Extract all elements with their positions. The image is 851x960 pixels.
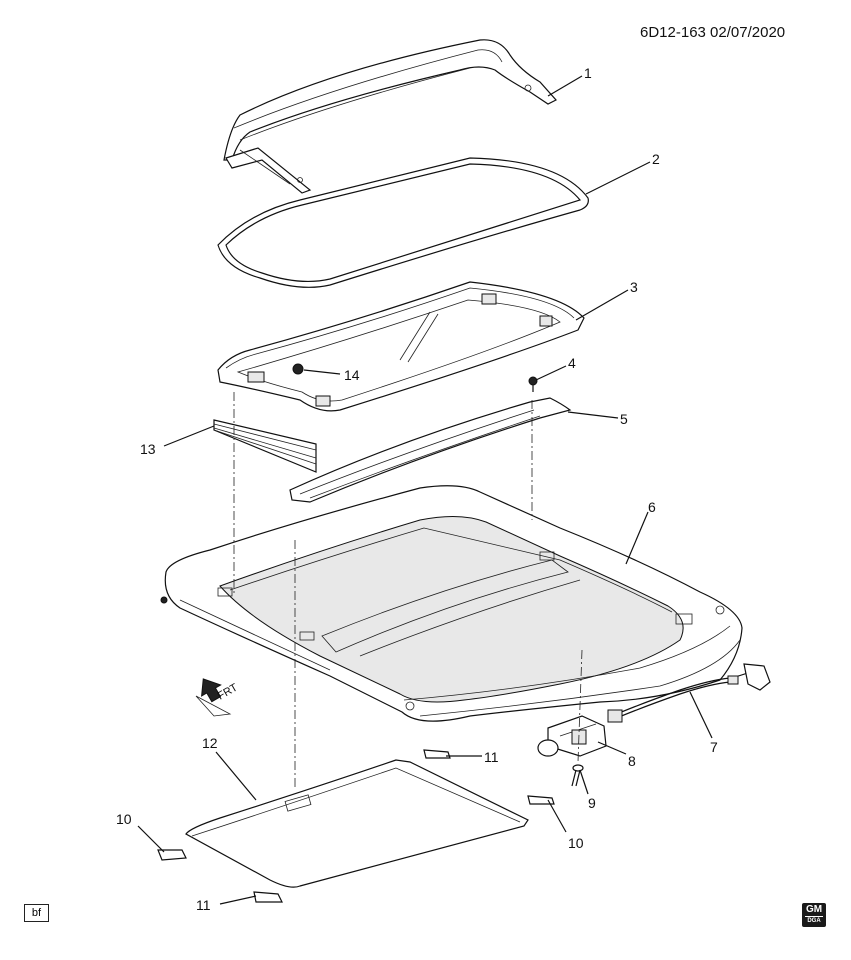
label-part-2: 2 [652,151,660,167]
label-part-11-bottom: 11 [196,897,211,913]
part-10-guide-left [157,849,187,861]
part-5-deflector-rail [289,397,572,503]
label-part-13: 13 [140,441,156,457]
label-part-14: 14 [344,367,360,383]
diagram-id: 6D12-163 02/07/2020 [640,24,786,41]
label-part-6: 6 [648,499,656,515]
part-6-frame-assembly [160,485,743,722]
illustration-code: bf [24,904,49,922]
part-11-guide-bottom [253,891,283,903]
label-part-4: 4 [568,355,576,371]
part-12-sunshade [185,759,529,888]
part-4-screw [528,376,538,392]
part-8-motor [537,715,607,757]
label-part-8: 8 [628,753,636,769]
alignment-lines [233,392,583,790]
part-9-bolt [571,764,584,787]
label-part-9: 9 [588,795,596,811]
part-13-drain-channel [213,419,317,473]
part-14-clip [292,363,304,375]
label-part-1: 1 [584,65,592,81]
label-part-12: 12 [202,735,218,751]
part-11-guide-top [423,749,451,759]
part-2-seal [217,157,589,288]
label-part-10-right: 10 [568,835,584,851]
label-part-11-top: 11 [484,749,499,765]
label-part-10-left: 10 [116,811,132,827]
label-part-3: 3 [630,279,638,295]
leaders [137,75,713,905]
label-part-5: 5 [620,411,628,427]
part-3-glass-panel [217,281,585,412]
label-part-7: 7 [710,739,718,755]
part-1-wind-deflector [223,39,557,194]
front-direction-arrow: FRT [195,678,240,717]
part-labels: 1 2 3 4 5 6 7 8 9 10 10 11 11 12 13 14 [116,65,718,913]
part-7-wiring-harness [607,663,771,723]
gm-logo: GM DGA [802,903,826,927]
part-10-guide-right [527,795,555,805]
